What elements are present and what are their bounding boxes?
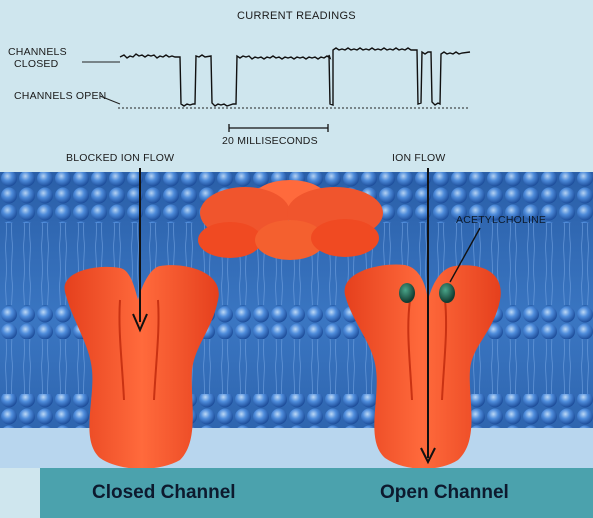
acetylcholine-left-molecule bbox=[399, 283, 415, 303]
blocked-ion-flow-arrow bbox=[132, 168, 148, 333]
ion-flow-label: ION FLOW bbox=[392, 152, 446, 164]
time-scale-label: 20 MILLISECONDS bbox=[222, 135, 318, 147]
channels-closed-label-line2: CLOSED bbox=[14, 58, 59, 70]
acetylcholine-right-molecule bbox=[439, 283, 455, 303]
closed-channel-caption: Closed Channel bbox=[92, 482, 236, 503]
trace-title: CURRENT READINGS bbox=[237, 10, 356, 22]
open-channel-caption: Open Channel bbox=[380, 482, 509, 503]
closed-channel-protein bbox=[64, 265, 219, 469]
blocked-ion-flow-label: BLOCKED ION FLOW bbox=[66, 152, 175, 164]
channels-open-label: CHANNELS OPEN bbox=[14, 90, 107, 102]
open-pointer bbox=[99, 95, 121, 105]
channels-closed-label-line1: CHANNELS bbox=[8, 46, 67, 58]
caption-bar bbox=[40, 468, 593, 518]
acetylcholine-label: ACETYLCHOLINE bbox=[456, 214, 547, 226]
ion-flow-arrow bbox=[420, 168, 436, 465]
acetylcholine-pointer bbox=[449, 227, 481, 283]
open-channel-protein bbox=[344, 264, 501, 469]
floating-protein-cluster bbox=[198, 180, 383, 260]
current-trace bbox=[119, 47, 471, 107]
